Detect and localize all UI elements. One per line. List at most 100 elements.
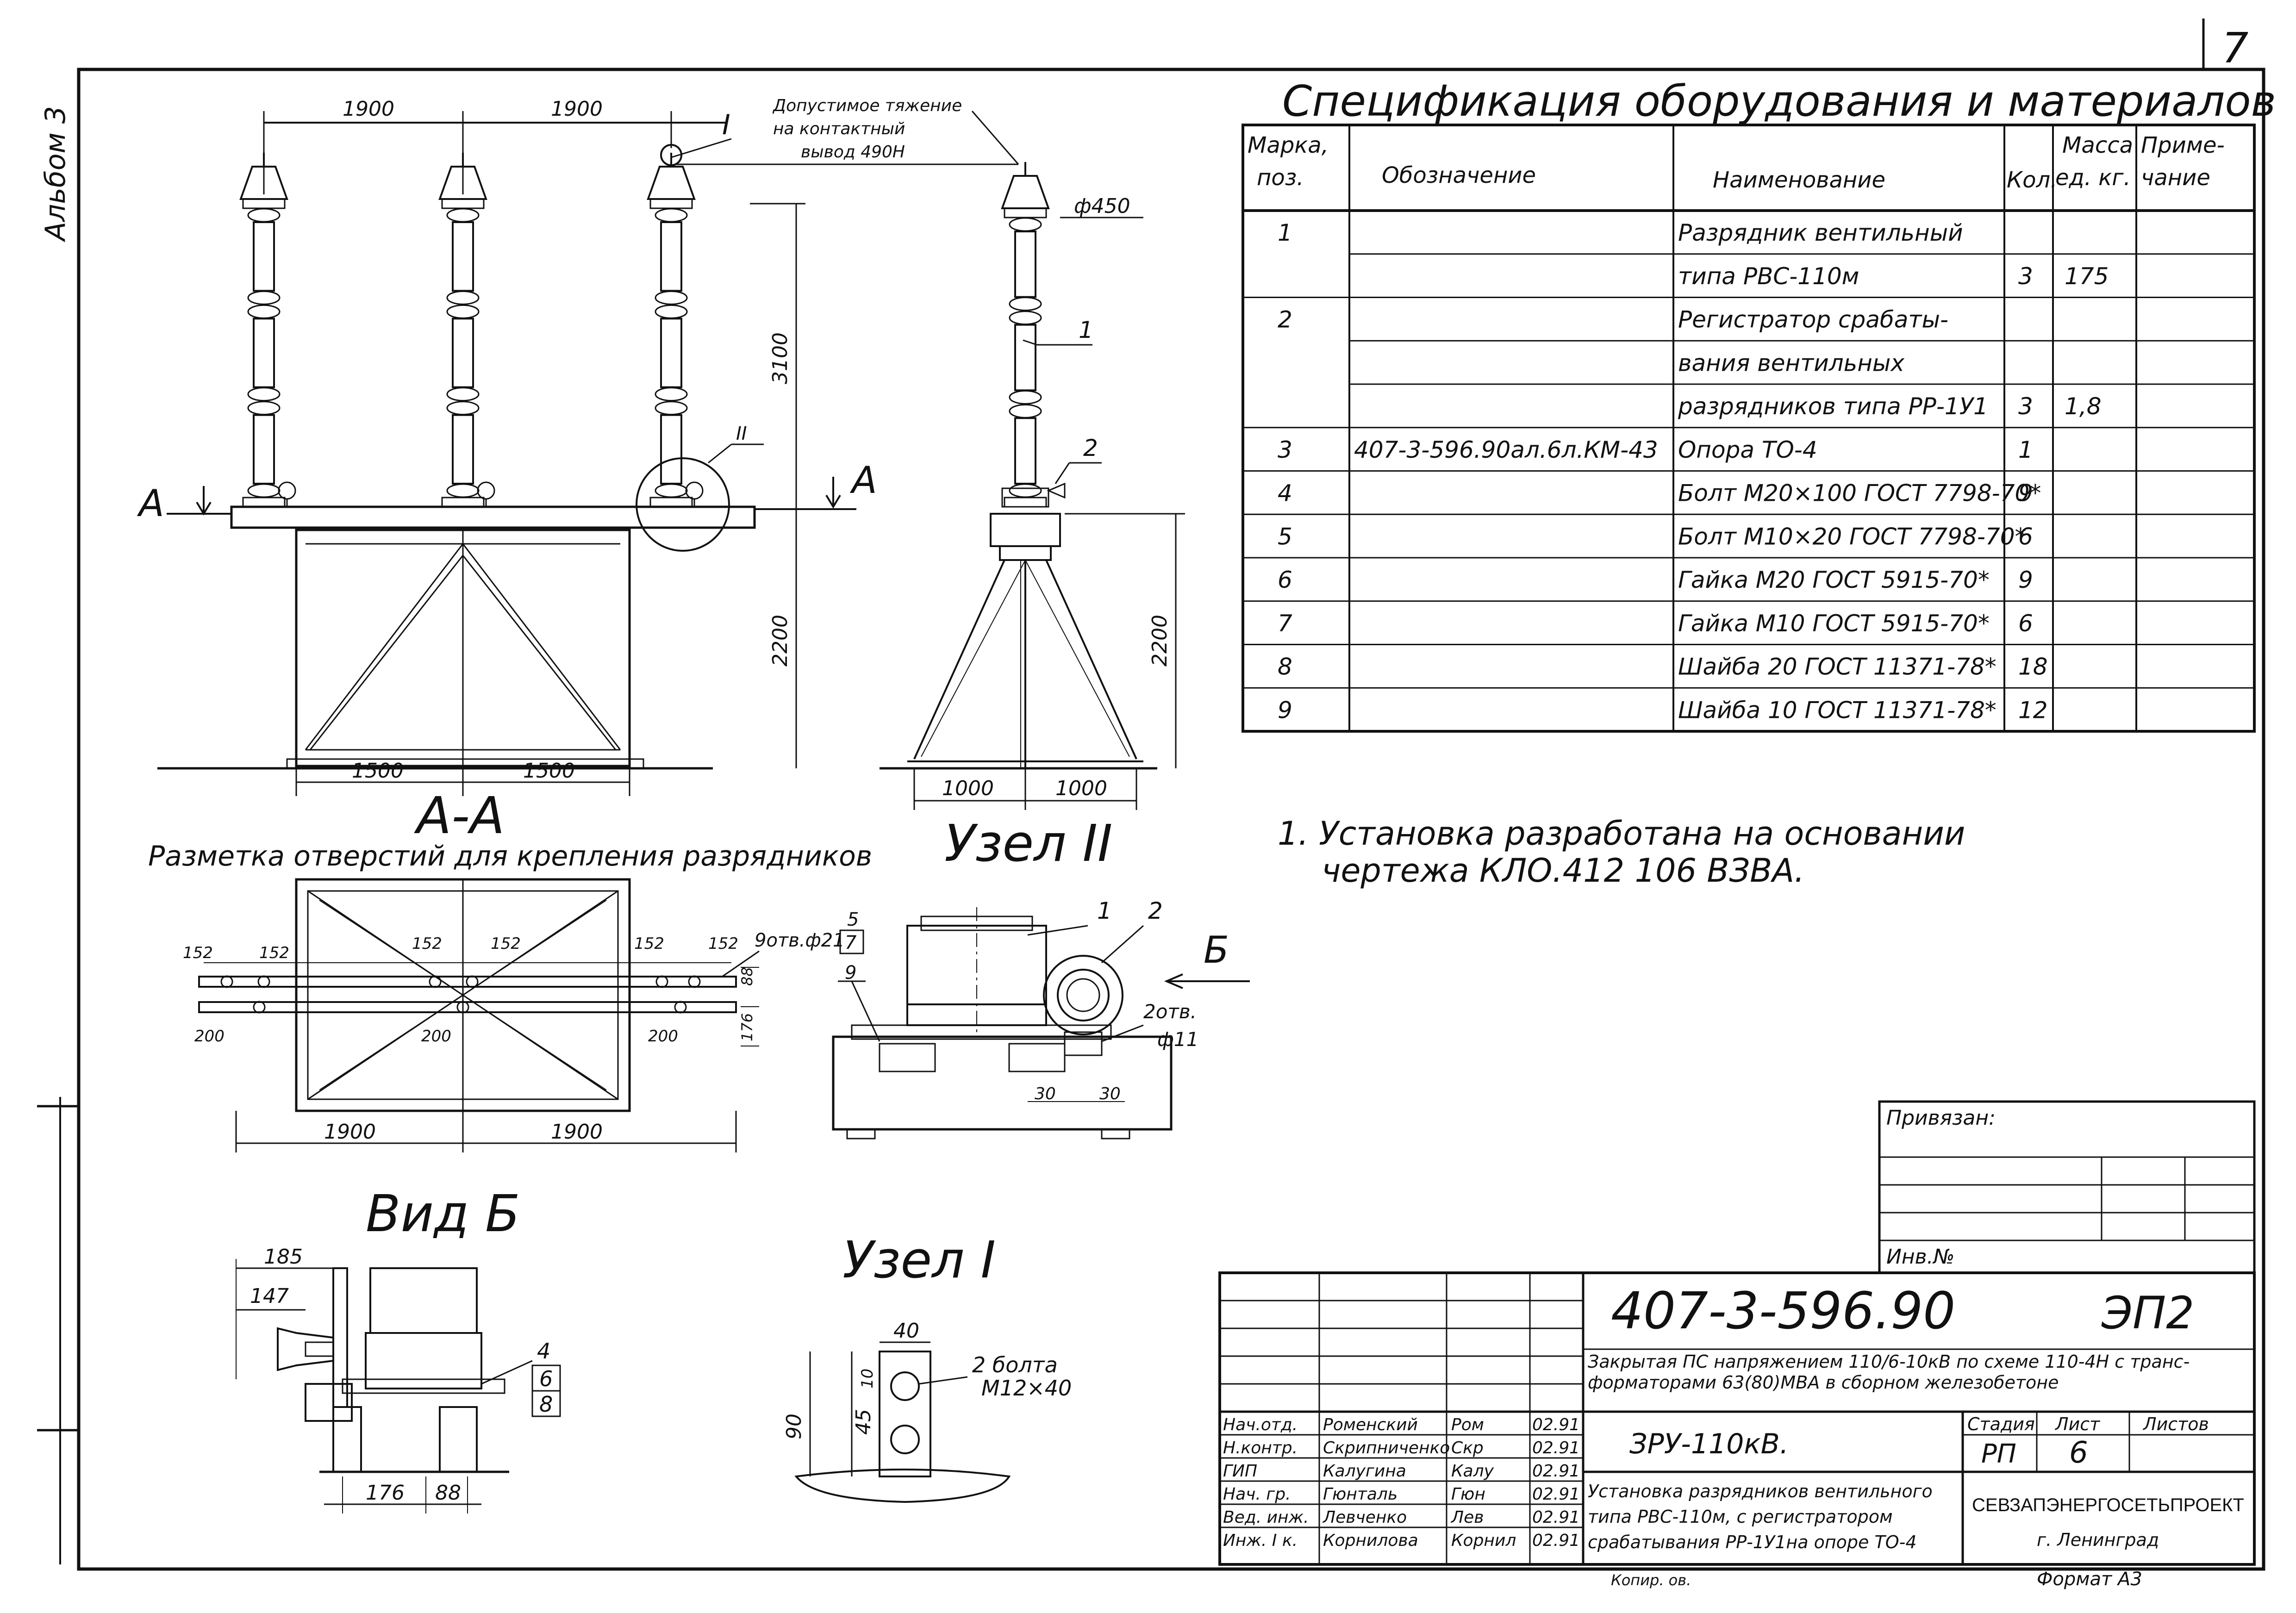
mounting-hole [257,975,270,988]
spec-mass: 175 [2065,263,2109,290]
object-name: ЗРУ-110кВ. [1629,1428,1789,1460]
title-block: 407-3-596.90 ЭП2 Закрытая ПС напряжением… [1218,1271,2256,1566]
sig-signature: Ром [1451,1415,1484,1434]
vid-b-label-4: 4 [537,1339,550,1364]
section-mark-right: А [849,459,877,502]
pos-label-2: 2 [1083,435,1098,461]
stage-header: Стадия [1967,1414,2035,1434]
spec-name: Шайба 20 ГОСТ 11371-78* [1678,654,1997,680]
spec-pos: 2 [1278,306,1292,333]
hdr-designation: Обозначение [1382,162,1536,188]
project-desc-2: форматорами 63(80)МВА в сборном железобе… [1588,1372,2059,1393]
vid-b-title: Вид Б [366,1184,520,1243]
spec-title: Спецификация оборудования и материалов [1282,76,2276,126]
spec-row: 3 407-3-596.90ал.6л.КМ-43 Опора ТО-4 1 [1243,427,2254,463]
sheets-header: Листов [2142,1414,2209,1434]
sig-signature: Лев [1450,1508,1484,1527]
spec-name: Шайба 10 ГОСТ 11371-78* [1678,697,1997,723]
aa-dim-right-176: 176 [738,1013,756,1041]
signature-row: Нач. гр. Гюнталь Гюн 02.91 [1223,1485,1580,1504]
sheet-number: 7 [2222,24,2248,73]
callout-I: I [722,109,730,141]
spec-pos: 3 [1278,436,1292,463]
spec-name: типа РВС-110м [1678,263,1859,290]
hdr-pos-1: Марка, [1248,132,1329,158]
side-dim-bottom-right: 1000 [1055,777,1107,800]
mounting-hole [674,1001,687,1014]
spec-qty: 3 [2018,263,2033,290]
aa-dim: 152 [183,944,213,962]
drawing-desc-2: типа РВС-110м, с регистратором [1588,1507,1893,1527]
contact-ring [660,144,682,166]
arrester [239,153,288,508]
sig-name: Роменский [1323,1415,1418,1434]
sig-signature: Скр [1451,1439,1484,1457]
registrator [1047,482,1066,499]
sig-name: Калугина [1323,1462,1406,1481]
hdr-qty: Кол. [2007,167,2057,193]
spec-name: Опора ТО-4 [1678,436,1817,463]
spec-qty: 6 [2018,523,2033,550]
arrester [1001,162,1050,508]
spec-designation: 407-3-596.90ал.6л.КМ-43 [1354,436,1658,463]
vid-b-dim-185: 185 [264,1245,303,1269]
inv-label: Инв.№ [1886,1245,1954,1269]
uzel2-label-5: 5 [847,909,859,930]
dim-top-left: 1900 [343,97,394,121]
spec-pos: 6 [1278,567,1292,593]
registrator [685,481,704,500]
sig-name: Гюнталь [1323,1485,1398,1504]
node-II: Узел II 1 2 5 7 9 Б 2отв. ф11 30 30 [832,814,1250,1140]
front-view: 1900 1900 I Допустимое тяжение на контак… [137,96,1019,796]
spec-name: Регистратор срабаты- [1678,306,1948,333]
arrester [438,153,487,508]
album-label: Альбом 3 [39,106,72,243]
uzel1-dim-40: 40 [893,1319,919,1343]
vid-b-dim-176: 176 [366,1481,405,1505]
tension-note-2: на контактный [773,119,905,138]
uzel2-dim-30a: 30 [1035,1084,1056,1103]
vid-b-label-8: 8 [539,1392,553,1417]
stage-value: РП [1981,1439,2016,1469]
mounting-hole [429,975,442,988]
spec-name: Гайка М10 ГОСТ 5915-70* [1678,610,1990,637]
spec-name: Разрядник вентильный [1678,219,1963,246]
vid-b-label-6: 6 [539,1366,553,1391]
hdr-note-2: чание [2141,165,2210,191]
aa-dim: 152 [491,934,521,953]
aa-dim: 152 [708,934,738,953]
dim-height-upper: 3100 [768,332,792,384]
spec-pos: 4 [1278,480,1292,507]
sig-date: 02.91 [1532,1485,1580,1504]
sig-name: Скрипниченко [1323,1439,1450,1457]
hdr-mass-2: ед. кг. [2055,165,2131,191]
sig-signature: Корнил [1451,1531,1516,1550]
project-desc-1: Закрытая ПС напряжением 110/6-10кВ по сх… [1588,1351,2190,1372]
spec-pos: 7 [1278,610,1292,637]
drawing-desc-3: срабатывания РР-1У1на опоре ТО-4 [1588,1532,1917,1552]
uzel2-dim-30b: 30 [1099,1084,1121,1103]
side-arrester [1001,162,1066,508]
sig-date: 02.91 [1532,1508,1580,1527]
spec-name: Болт М10×20 ГОСТ 7798-70* [1678,523,2027,550]
aa-dim: 200 [648,1027,678,1046]
sig-name: Левченко [1322,1508,1407,1527]
uzel2-title: Узел II [944,814,1112,873]
aa-dim: 152 [412,934,442,953]
pos-label-1: 1 [1079,317,1093,343]
sig-signature: Гюн [1451,1485,1485,1504]
uzel2-holes-diam: ф11 [1157,1028,1198,1051]
sig-date: 02.91 [1532,1462,1580,1481]
side-dim-height: 2200 [1148,615,1172,666]
dim-bottom-right: 1500 [523,759,575,783]
spec-qty: 1 [2018,436,2033,463]
sig-role: Вед. инж. [1223,1508,1309,1527]
sig-role: Инж. I к. [1223,1531,1298,1550]
note-line-2: чертежа КЛО.412 106 ВЗВА. [1322,852,1804,890]
sig-role: Нач. гр. [1223,1485,1291,1504]
tension-note-3: вывод 490Н [801,143,905,162]
